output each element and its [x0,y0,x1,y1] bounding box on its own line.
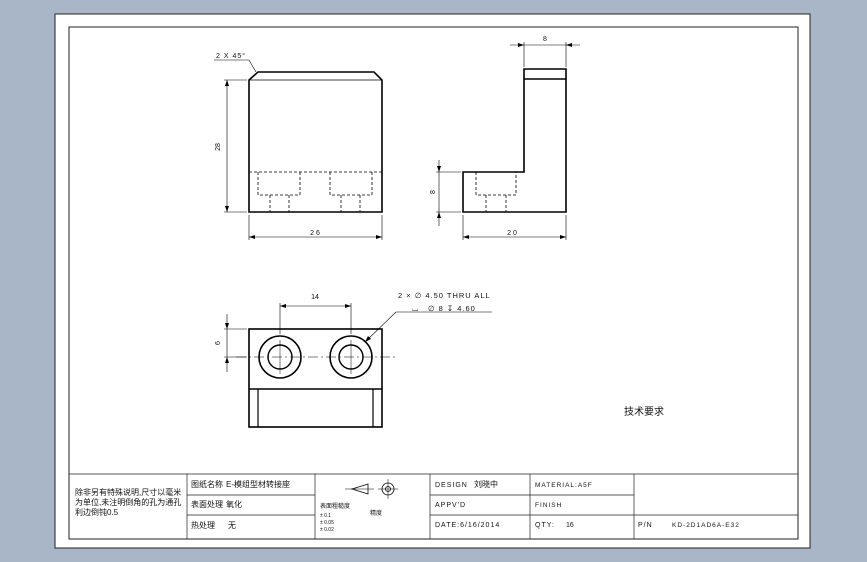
qty-value: 16 [566,522,574,529]
dim-hole-spacing: 14 [311,294,319,301]
drawing-border [68,26,799,540]
drawing-name-label: 图纸名称 [191,479,223,489]
counterbore-symbol: ⌴ [412,304,418,313]
surface-label: 表面处理 [191,499,223,509]
tolerance-1: ± 0.1 [320,513,331,519]
drawing-sheet [54,13,811,549]
roughness-label: 表面粗糙度 [320,502,350,510]
title-block [69,473,798,539]
dim-side-thickness: 8 [543,36,547,43]
finish-label: FINISH [535,502,562,509]
design-value: 刘晓中 [474,479,498,489]
dim-hole-offset: 6 [215,341,222,345]
tolerance-2: ± 0.05 [320,520,334,526]
design-label: DESIGN [435,482,468,489]
hole-callout-line1: 2 × ∅ 4.50 THRU ALL [398,291,491,300]
dim-side-depth: 20 [507,230,519,237]
notes-line-1: 除非另有特殊说明,尺寸以毫米 [75,487,181,497]
hole-callout-line2: ∅ 8 ↧ 4.60 [428,304,476,313]
chamfer-label: 2 X 45° [216,52,246,60]
notes-line-3: 利边倒钝0.5 [75,507,119,517]
appvd-label: APPV'D [435,502,466,509]
notes-line-2: 为单位,未注明倒角的孔为通孔 [75,497,181,507]
pn-label: P/N [638,522,653,529]
heat-value: 无 [228,521,236,530]
tolerance-3: ± 0.02 [320,527,334,533]
drawing-name-value: E-模组型材转接座 [226,479,290,489]
side-view: 8 8 20 [430,36,580,240]
top-view: 14 6 2 × ∅ 4.50 THRU ALL ⌴ ∅ 8 ↧ 4.60 [215,291,492,428]
dim-side-base: 8 [430,190,437,194]
hole-left [258,335,302,379]
material-label: MATERIAL:A5F [535,482,593,489]
dim-width-front: 26 [310,230,322,237]
surface-value: 氧化 [226,499,242,509]
precision-label: 精度 [370,509,382,517]
front-view: 28 26 2 X 45° [214,52,383,240]
dim-height: 28 [215,143,222,151]
qty-label: QTY: [535,522,555,529]
hole-right [329,335,373,379]
tech-requirements-label: 技术要求 [624,405,664,418]
pn-value: KD-2D1AD6A-E32 [672,522,740,529]
date-label: DATE:6/16/2014 [435,522,500,529]
heat-label: 热处理 [191,520,215,530]
